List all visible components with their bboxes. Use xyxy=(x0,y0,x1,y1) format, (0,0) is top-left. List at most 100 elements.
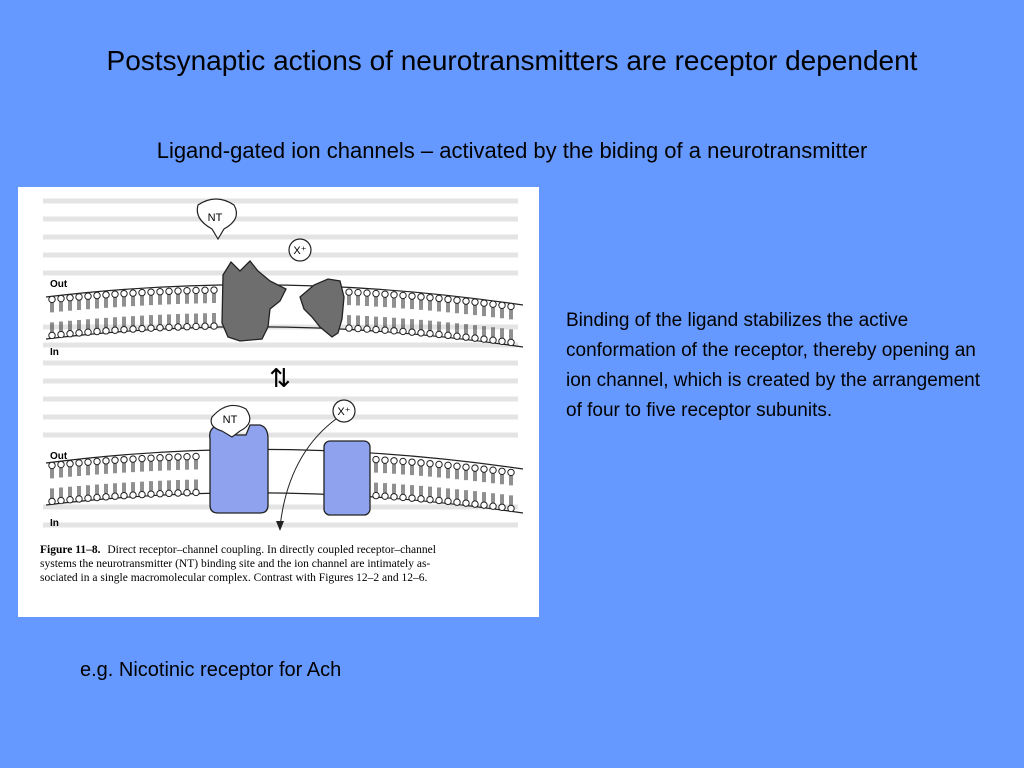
lipid-head xyxy=(93,457,101,476)
lipid-head xyxy=(57,487,65,505)
lipid-head xyxy=(471,490,479,508)
lipid-head xyxy=(147,314,155,332)
lipid-head xyxy=(120,455,128,474)
lipid-head xyxy=(498,327,506,345)
lipid-head xyxy=(480,299,488,317)
open-receptor-right xyxy=(323,440,371,516)
out-label-bottom: Out xyxy=(50,451,68,462)
lipid-head xyxy=(498,493,506,511)
lipid-head xyxy=(48,461,56,479)
lipid-head xyxy=(489,326,497,344)
lipid-head xyxy=(174,453,182,471)
lipid-head xyxy=(165,479,173,498)
nt-bubble-bottom xyxy=(210,404,251,438)
lipid-head xyxy=(75,293,83,311)
lipid-head xyxy=(138,454,146,473)
lipid-head xyxy=(399,483,407,502)
lipid-head xyxy=(399,291,407,309)
lipid-head xyxy=(174,287,182,305)
lipid-head xyxy=(111,482,119,500)
lipid-head xyxy=(102,457,110,475)
lipid-head xyxy=(408,458,416,476)
lipid-head xyxy=(417,293,425,311)
lipid-head xyxy=(363,289,371,307)
lipid-head xyxy=(444,487,452,506)
lipid-head xyxy=(192,286,200,304)
svg-text:Figure 11–8. Direct re: Figure 11–8. Direct receptor–channel cou… xyxy=(40,544,436,556)
lipid-head xyxy=(444,295,452,313)
lipid-head xyxy=(345,288,353,306)
lipid-head xyxy=(498,301,506,319)
lipid-head xyxy=(354,288,362,307)
lipid-head xyxy=(192,452,200,470)
lipid-head xyxy=(120,289,128,308)
lipid-head xyxy=(453,488,461,506)
equilibrium-arrows: ⇅ xyxy=(269,363,291,393)
lipid-head xyxy=(480,465,488,483)
lipid-head xyxy=(147,454,155,472)
lipid-head xyxy=(66,486,74,504)
lipid-head xyxy=(93,291,101,310)
lipid-head xyxy=(462,297,470,315)
nt-label-top: NT xyxy=(208,212,223,224)
ion-circle-bottom xyxy=(332,399,356,423)
lipid-head xyxy=(102,291,110,309)
lipid-head xyxy=(156,480,164,498)
lipid-head xyxy=(444,461,452,479)
caption-line-2: systems the neurotransmitter (NT) bindin… xyxy=(40,558,430,570)
lipid-head xyxy=(48,487,56,506)
lipid-head xyxy=(111,456,119,474)
body-paragraph: Binding of the ligand stabilizes the act… xyxy=(566,310,981,421)
lipid-head xyxy=(93,484,101,502)
lipid-head xyxy=(453,296,461,314)
lipid-head xyxy=(138,315,146,333)
lipid-head xyxy=(84,292,92,310)
lipid-head xyxy=(390,457,398,475)
lipid-head xyxy=(435,294,443,312)
lipid-head xyxy=(435,460,443,478)
membrane-bottom xyxy=(45,448,524,514)
lipid-head xyxy=(462,463,470,481)
lipid-head xyxy=(399,457,407,475)
lipid-head xyxy=(408,292,416,310)
lipid-head xyxy=(489,466,497,484)
lipid-head xyxy=(183,479,191,497)
lipid-head xyxy=(156,314,164,332)
lipid-head xyxy=(192,312,200,331)
lipid-head xyxy=(426,486,434,504)
lipid-head xyxy=(129,455,137,473)
ion-label-top: X⁺ xyxy=(293,245,306,257)
lipid-head xyxy=(66,460,74,478)
lipid-head xyxy=(471,464,479,482)
lipid-head xyxy=(390,291,398,309)
lipid-head xyxy=(75,459,83,477)
lipid-head xyxy=(345,314,353,332)
lipid-head xyxy=(354,315,362,333)
caption-line-3: sociated in a single macromolecular comp… xyxy=(40,572,428,584)
nt-bubble-top xyxy=(196,198,237,241)
lipid-head xyxy=(408,484,416,502)
lipid-head xyxy=(84,458,92,476)
lipid-head xyxy=(147,480,155,498)
in-label-bottom: In xyxy=(50,518,59,529)
lipid-head xyxy=(174,313,182,331)
lipid-head xyxy=(129,315,137,333)
lipid-head xyxy=(480,491,488,509)
lipid-head xyxy=(363,315,371,333)
lipid-head xyxy=(165,453,173,471)
lipid-head xyxy=(489,492,497,510)
lipid-head xyxy=(210,286,218,304)
lipid-head xyxy=(183,287,191,305)
lipid-head xyxy=(165,313,173,332)
lipid-head xyxy=(498,467,506,485)
lipid-head xyxy=(372,455,380,474)
ion-flow-arrow xyxy=(279,418,337,528)
lipid-head xyxy=(183,453,191,471)
lipid-head xyxy=(426,459,434,478)
lipid-head xyxy=(129,481,137,499)
lipid-head xyxy=(111,290,119,308)
slide-title: Postsynaptic actions of neurotransmitter… xyxy=(106,45,918,76)
lipid-head xyxy=(426,293,434,312)
lipid-head xyxy=(201,312,209,330)
lipid-head xyxy=(165,287,173,305)
